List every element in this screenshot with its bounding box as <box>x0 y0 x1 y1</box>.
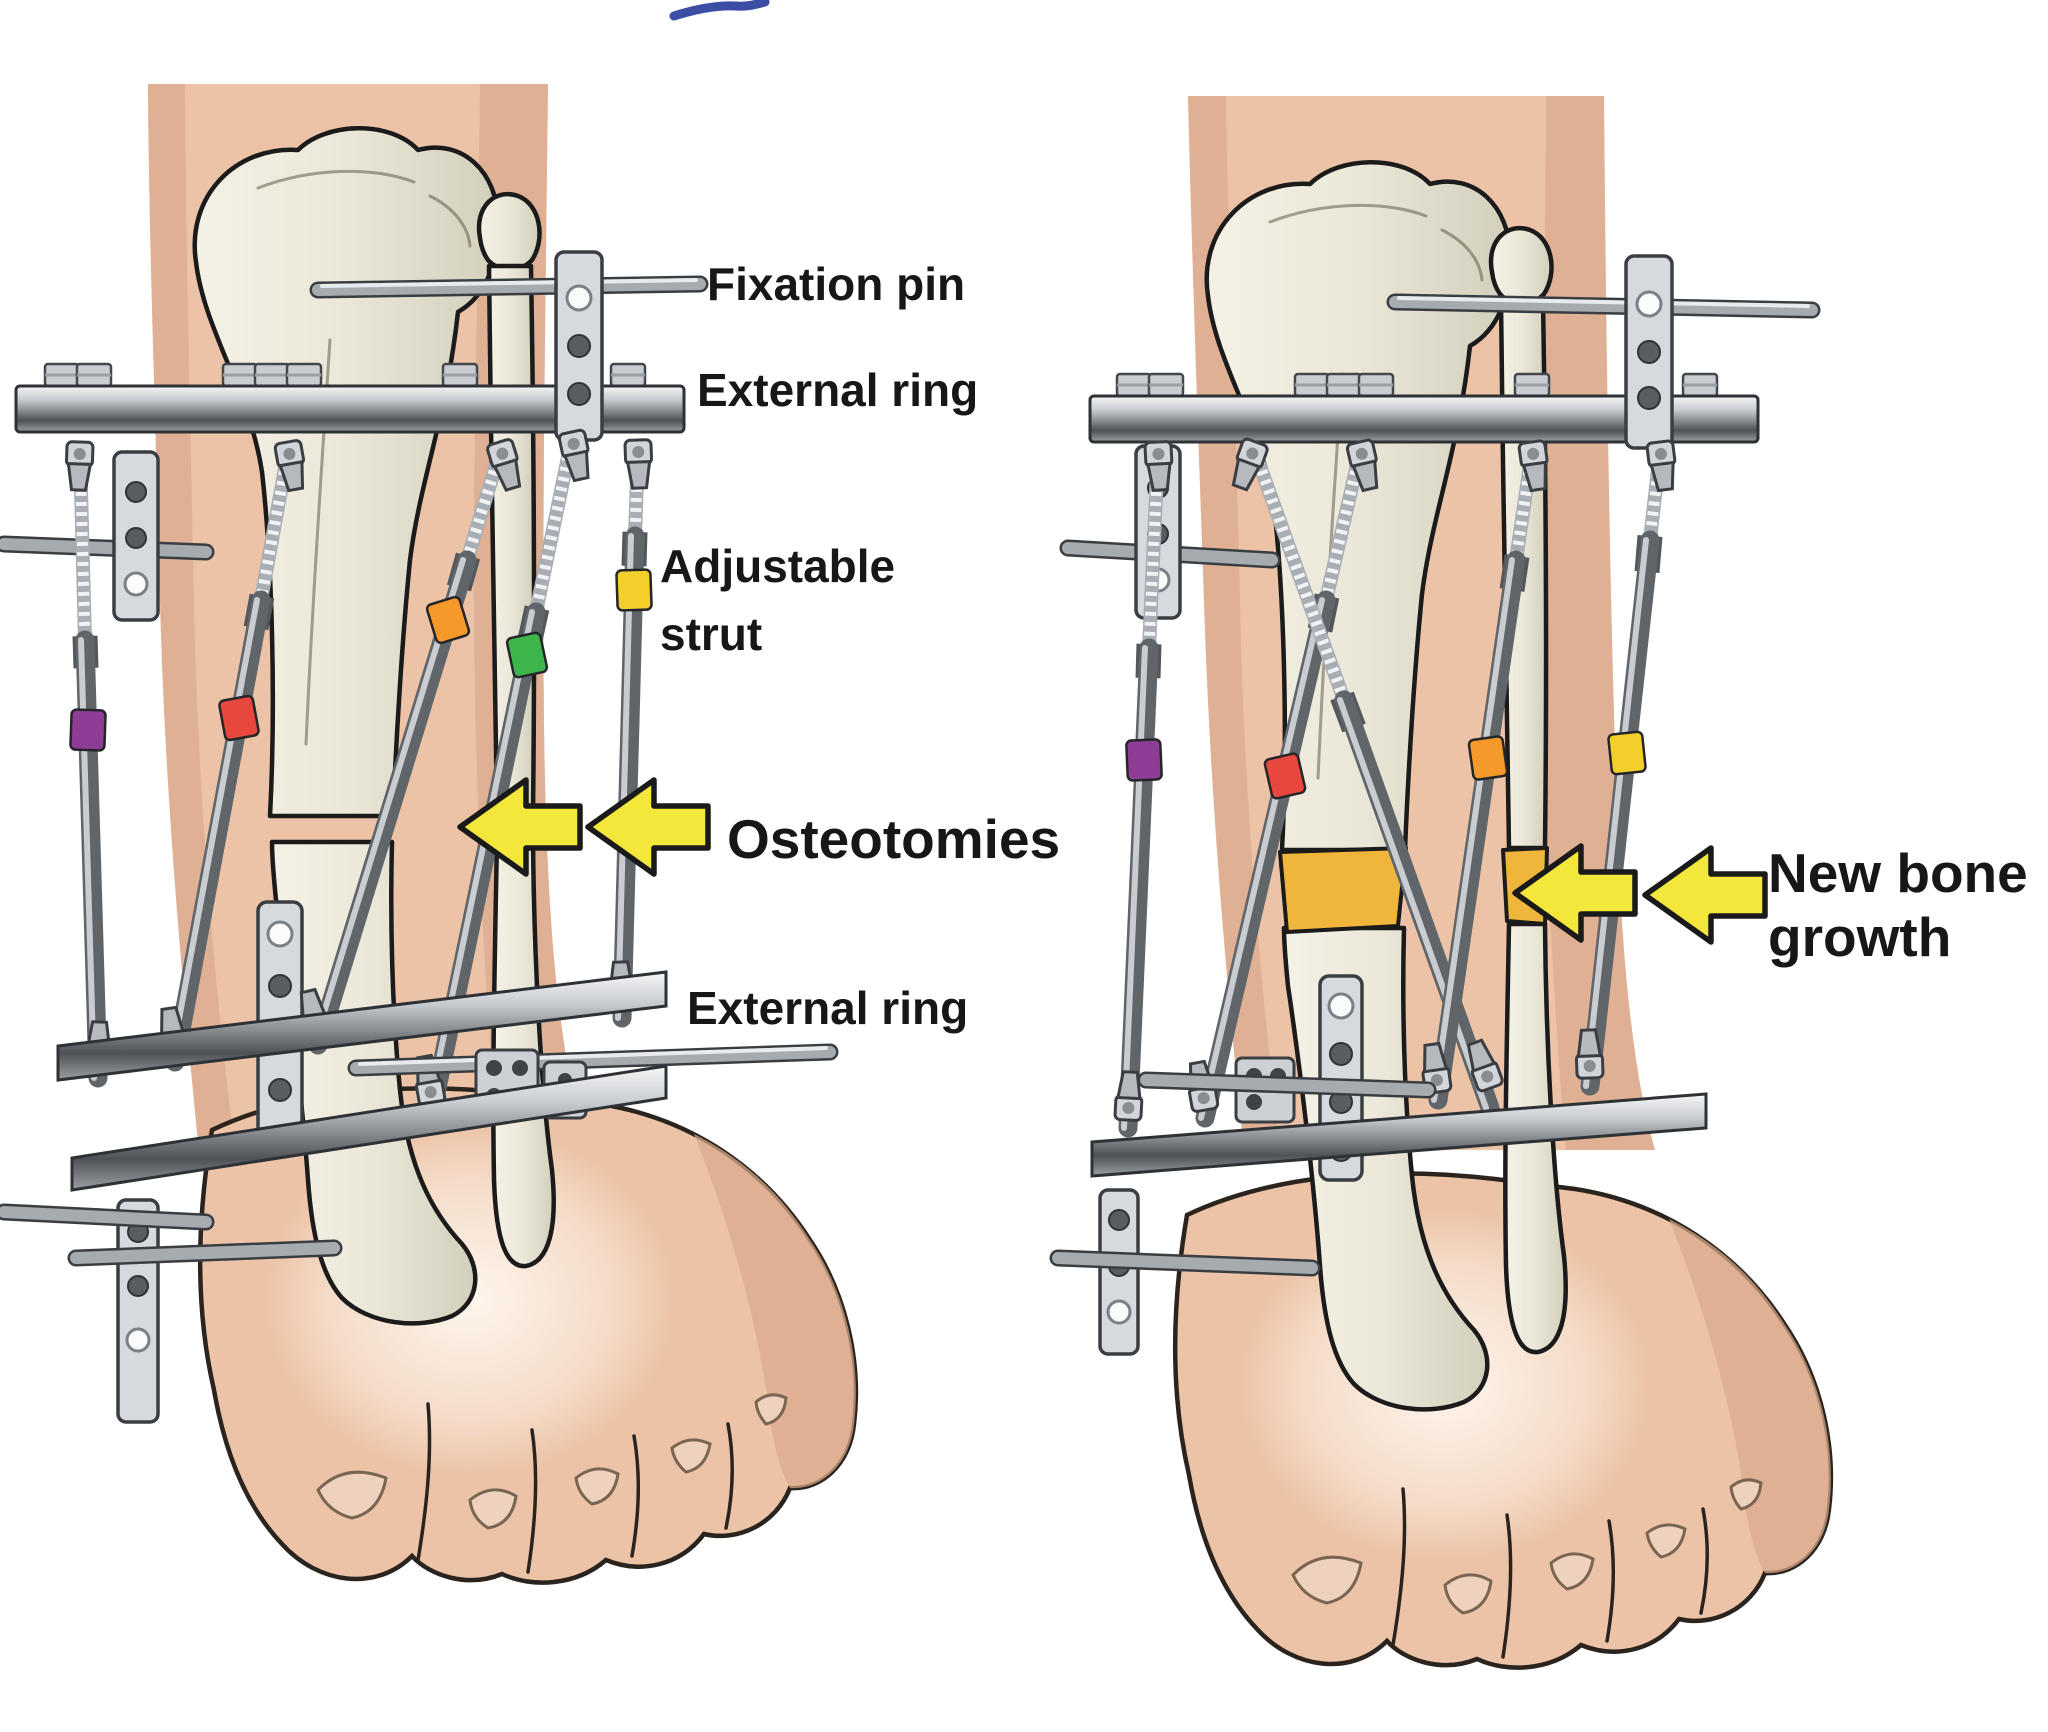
adjustable-strut <box>1248 445 1500 1118</box>
right-foot <box>1175 1173 1831 1667</box>
label-adjustable-strut-line1: Adjustable <box>660 540 895 592</box>
adjustable-strut <box>1580 445 1667 1096</box>
strut-band-purple <box>1125 738 1163 782</box>
right-external-ring-top <box>1088 372 1760 444</box>
strut-band-red <box>1263 752 1307 800</box>
strut-band-red <box>218 694 260 742</box>
panel-left-osteotomy <box>0 84 856 1583</box>
label-new-bone-growth-line1: New bone <box>1768 842 2028 904</box>
left-fixation-pin <box>309 250 709 442</box>
strut-band-yellow <box>615 568 653 612</box>
strut-band-yellow <box>1607 730 1647 776</box>
adjustable-strut <box>1428 445 1539 1110</box>
adjustable-strut <box>308 445 507 1055</box>
universal-joint <box>63 440 95 492</box>
new-bone-growth-tibia <box>1278 846 1408 934</box>
label-adjustable-strut-line2: strut <box>660 608 762 660</box>
label-fixation-pin: Fixation pin <box>707 258 965 310</box>
strut-band-orange <box>425 595 471 645</box>
right-fixation-pin <box>1386 254 1821 450</box>
pen-annotation-stroke <box>669 0 770 21</box>
strut-band-purple <box>69 708 107 752</box>
universal-joint <box>623 438 655 490</box>
panel-right-new-bone <box>1049 96 1831 1668</box>
label-osteotomies: Osteotomies <box>727 808 1060 870</box>
strut-band-green <box>505 631 549 679</box>
label-external-ring-bottom: External ring <box>687 982 968 1034</box>
left-mid-fixation-pin <box>0 450 215 622</box>
right-leg-shade-left <box>1188 96 1280 1150</box>
left-external-ring-top <box>14 362 686 434</box>
strut-band-orange <box>1467 735 1509 781</box>
left-leg-shade-left <box>148 84 234 1142</box>
label-new-bone-growth-line2: growth <box>1768 906 1951 968</box>
adjustable-strut <box>612 441 653 1028</box>
new-bone-arrow-icon <box>1645 848 1765 942</box>
osteotomy-arrow-icon <box>588 780 708 874</box>
left-external-ring-bottom <box>0 900 839 1424</box>
right-external-ring-bottom <box>1049 974 1708 1356</box>
label-external-ring-top: External ring <box>697 364 978 416</box>
